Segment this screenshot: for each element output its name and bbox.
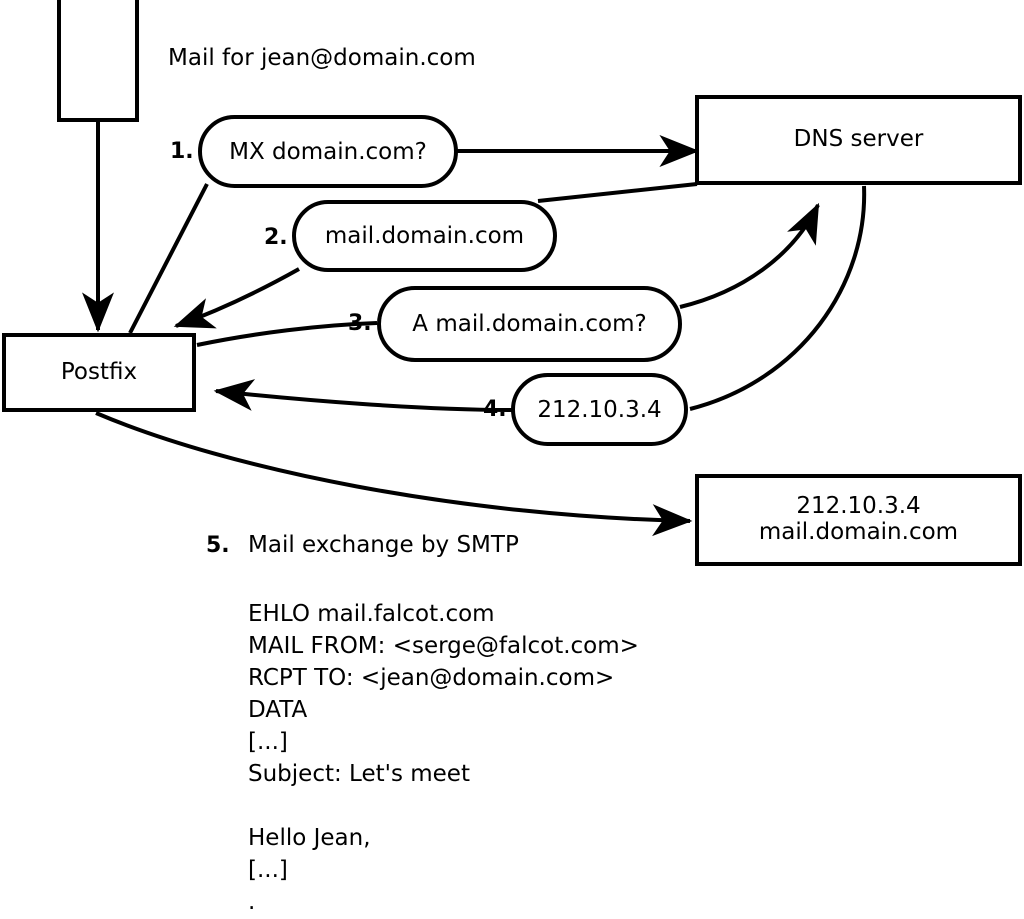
step-number-5: 5. — [206, 533, 230, 558]
step-bubble-3-label: A mail.domain.com? — [412, 311, 647, 337]
node-dns-server-label: DNS server — [793, 126, 924, 153]
edge-step4-to-postfix — [213, 379, 513, 412]
step-number-1: 1. — [170, 139, 194, 164]
edge-step2-to-postfix — [173, 267, 300, 329]
edge-postfix-to-step1 — [128, 183, 209, 334]
edge-step3-to-dns — [679, 202, 820, 309]
edge-postfix-to-mailserver — [95, 411, 693, 537]
step-label-5: Mail exchange by SMTP — [248, 532, 519, 558]
step-bubble-1[interactable]: MX domain.com? — [198, 115, 458, 188]
mail-for-note: Mail for jean@domain.com — [168, 45, 476, 71]
node-postfix[interactable]: Postfix — [2, 333, 196, 412]
step-bubble-1-label: MX domain.com? — [229, 138, 427, 165]
node-dns-server[interactable]: DNS server — [695, 95, 1022, 185]
node-mail-client[interactable] — [57, 0, 139, 122]
step-bubble-3[interactable]: A mail.domain.com? — [377, 286, 682, 362]
node-postfix-label: Postfix — [60, 358, 138, 385]
step-bubble-4[interactable]: 212.10.3.4 — [511, 373, 688, 446]
smtp-transcript: EHLO mail.falcot.com MAIL FROM: <serge@f… — [248, 601, 639, 915]
step-number-2: 2. — [264, 225, 288, 250]
step-bubble-2[interactable]: mail.domain.com — [292, 200, 557, 272]
step-number-3: 3. — [348, 311, 372, 336]
node-mail-server[interactable]: 212.10.3.4 mail.domain.com — [695, 474, 1022, 566]
step-bubble-2-label: mail.domain.com — [324, 223, 525, 249]
edge-postfix-to-step3 — [196, 321, 378, 347]
edge-dns-to-step4 — [689, 185, 867, 411]
node-mail-server-host: mail.domain.com — [758, 519, 959, 545]
step-bubble-4-label: 212.10.3.4 — [537, 396, 662, 423]
edge-dns-to-step2 — [537, 182, 698, 203]
node-mail-server-ip: 212.10.3.4 — [796, 493, 921, 520]
step-number-4: 4. — [483, 397, 507, 422]
